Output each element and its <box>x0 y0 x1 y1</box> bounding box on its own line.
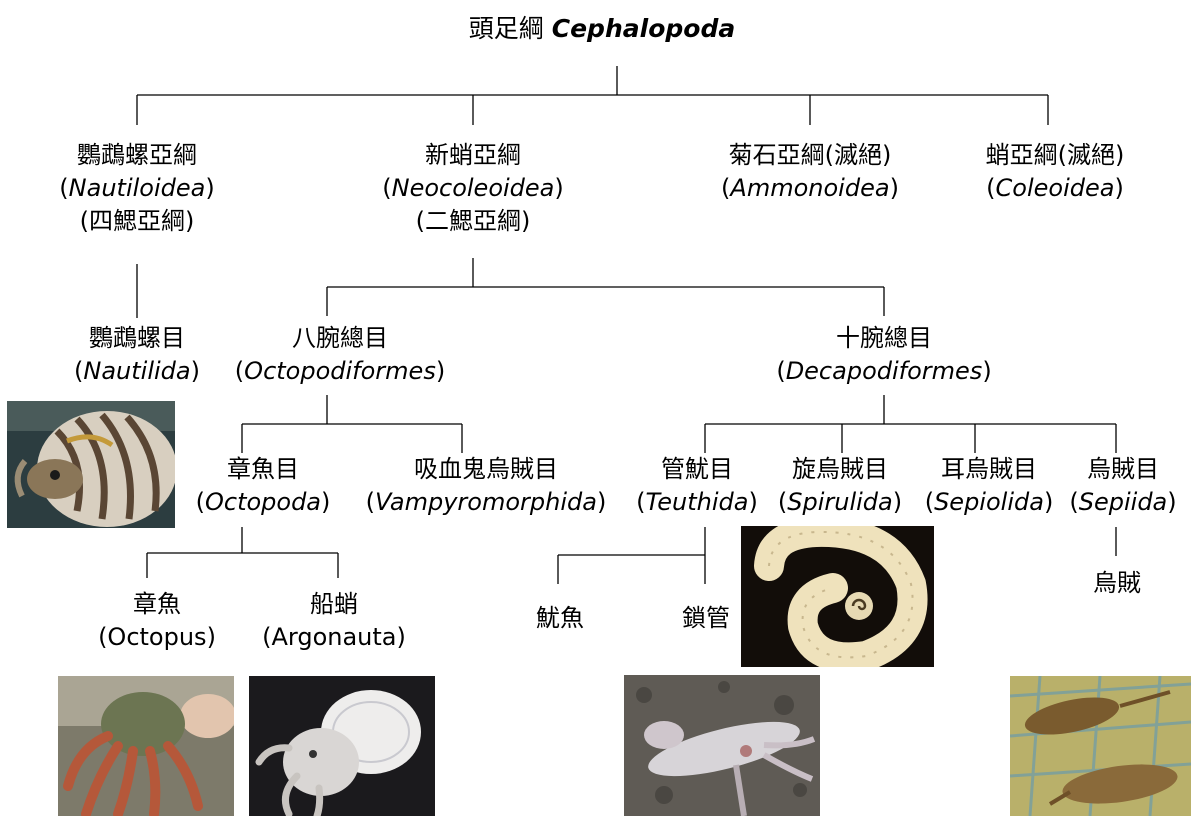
squid-photo <box>624 675 820 816</box>
leaf-zh: 魷魚 <box>536 602 584 635</box>
leaf-zh: 鎖管 <box>682 602 730 635</box>
order-latin: Teuthida <box>646 488 749 516</box>
order-zh: 吸血鬼烏賊目 <box>366 453 607 486</box>
order-zh: 章魚目 <box>196 453 331 486</box>
order-nautilida: 鸚鵡螺目 (Nautilida) <box>74 322 200 388</box>
superorder-octopodiformes: 八腕總目 (Octopodiformes) <box>235 322 445 388</box>
order-spirulida: 旋烏賊目 (Spirulida) <box>778 453 902 519</box>
order-zh: 烏賊目 <box>1069 453 1176 486</box>
order-latin: Vampyromorphida <box>375 488 597 516</box>
superorder-latin: Decapodiformes <box>786 357 983 385</box>
subclass-alt: (四鰓亞綱) <box>59 205 214 238</box>
order-octopoda: 章魚目 (Octopoda) <box>196 453 331 519</box>
subclass-zh: 鸚鵡螺亞綱 <box>59 139 214 172</box>
order-teuthida: 管魷目 (Teuthida) <box>636 453 758 519</box>
octopus-photo <box>58 676 234 816</box>
order-zh: 旋烏賊目 <box>778 453 902 486</box>
superorder-zh: 十腕總目 <box>776 322 991 355</box>
order-sepiolida: 耳烏賊目 (Sepiolida) <box>925 453 1054 519</box>
subclass-zh: 新蛸亞綱 <box>382 139 564 172</box>
leaf-cuttlefish: 烏賊 <box>1093 567 1141 600</box>
order-latin: Sepiolida <box>934 488 1044 516</box>
superorder-decapodiformes: 十腕總目 (Decapodiformes) <box>776 322 991 388</box>
subclass-latin: Neocoleoidea <box>392 174 555 202</box>
order-latin: Sepiida <box>1079 488 1168 516</box>
order-zh: 鸚鵡螺目 <box>74 322 200 355</box>
order-zh: 管魷目 <box>636 453 758 486</box>
superorder-zh: 八腕總目 <box>235 322 445 355</box>
order-zh: 耳烏賊目 <box>925 453 1054 486</box>
order-latin: Octopoda <box>205 488 321 516</box>
subclass-latin: Coleoidea <box>996 174 1115 202</box>
root-class-cephalopoda: 頭足綱 Cephalopoda <box>469 12 735 45</box>
superorder-latin: Octopodiformes <box>244 357 436 385</box>
order-vampyromorphida: 吸血鬼烏賊目 (Vampyromorphida) <box>366 453 607 519</box>
order-sepiida: 烏賊目 (Sepiida) <box>1069 453 1176 519</box>
genus-octopus: 章魚 (Octopus) <box>98 588 216 654</box>
cuttlefish-photo <box>1010 676 1191 816</box>
order-latin: Spirulida <box>787 488 893 516</box>
spirula-shell-photo <box>741 526 934 667</box>
subclass-coleoidea: 蛸亞綱(滅絕) (Coleoidea) <box>986 139 1125 205</box>
genus-zh: 船蛸 <box>262 588 406 621</box>
genus-argonauta: 船蛸 (Argonauta) <box>262 588 406 654</box>
subclass-zh: 蛸亞綱(滅絕) <box>986 139 1125 172</box>
nautilus-photo <box>7 401 175 528</box>
order-latin: Nautilida <box>83 357 190 385</box>
leaf-loligo: 鎖管 <box>682 602 730 635</box>
subclass-zh: 菊石亞綱(滅絕) <box>721 139 899 172</box>
subclass-ammonoidea: 菊石亞綱(滅絕) (Ammonoidea) <box>721 139 899 205</box>
leaf-squid: 魷魚 <box>536 602 584 635</box>
leaf-zh: 烏賊 <box>1093 567 1141 600</box>
genus-zh: 章魚 <box>98 588 216 621</box>
subclass-nautiloidea: 鸚鵡螺亞綱 (Nautiloidea) (四鰓亞綱) <box>59 139 214 238</box>
genus-latin: (Octopus) <box>98 621 216 654</box>
root-zh: 頭足綱 <box>469 14 544 43</box>
genus-latin: (Argonauta) <box>262 621 406 654</box>
argonaut-photo <box>249 676 435 816</box>
root-latin: Cephalopoda <box>552 14 735 43</box>
subclass-neocoleoidea: 新蛸亞綱 (Neocoleoidea) (二鰓亞綱) <box>382 139 564 238</box>
subclass-latin: Nautiloidea <box>69 174 206 202</box>
subclass-latin: Ammonoidea <box>730 174 889 202</box>
subclass-alt: (二鰓亞綱) <box>382 205 564 238</box>
